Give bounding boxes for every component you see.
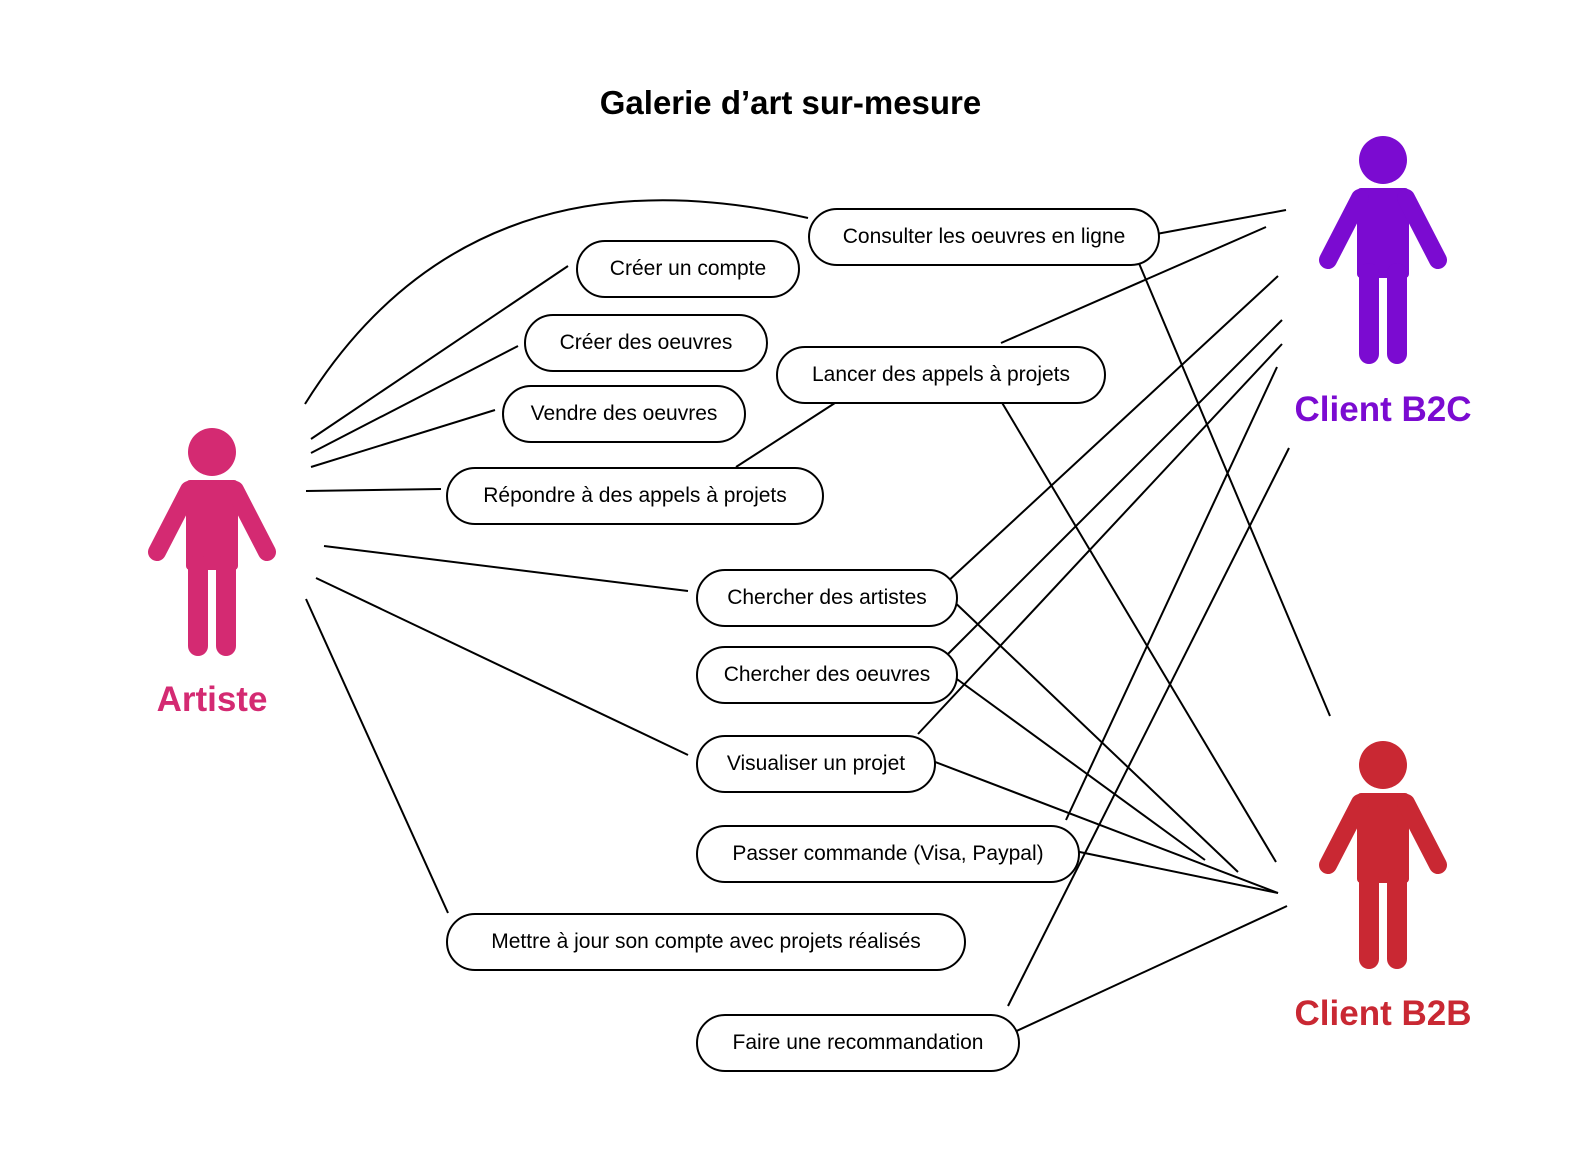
client-b2b-person-icon bbox=[1319, 741, 1447, 969]
associations bbox=[304, 199, 1331, 1035]
line-artiste-chercher-artistes bbox=[323, 545, 689, 592]
line-b2b-passer-commande bbox=[1069, 849, 1279, 894]
line-artiste-creer-compte bbox=[310, 265, 569, 440]
line-b2b-chercher-artistes bbox=[945, 593, 1239, 873]
line-artiste-vendre bbox=[310, 409, 496, 468]
usecase-chercher-artistes[interactable]: Chercher des artistes bbox=[696, 569, 958, 627]
usecase-creer-compte[interactable]: Créer un compte bbox=[576, 240, 800, 298]
line-b2b-consulter bbox=[1137, 260, 1331, 717]
line-b2c-passer-commande bbox=[1065, 366, 1278, 821]
line-b2c-faire-recommandation bbox=[1007, 447, 1290, 1007]
usecase-creer-oeuvres[interactable]: Créer des oeuvres bbox=[524, 314, 768, 372]
line-b2b-visualiser bbox=[929, 759, 1279, 894]
line-b2b-chercher-oeuvres bbox=[949, 673, 1206, 861]
usecase-repondre-appels[interactable]: Répondre à des appels à projets bbox=[446, 467, 824, 525]
actor-label-client-b2c: Client B2C bbox=[1294, 390, 1472, 429]
line-b2c-chercher-oeuvres bbox=[945, 319, 1283, 657]
line-artiste-repondre bbox=[305, 488, 442, 492]
line-artiste-creer-oeuvres bbox=[310, 345, 519, 454]
usecase-faire-recommandation[interactable]: Faire une recommandation bbox=[696, 1014, 1020, 1072]
line-b2b-faire-recommandation bbox=[1009, 905, 1288, 1035]
usecase-passer-commande[interactable]: Passer commande (Visa, Paypal) bbox=[696, 825, 1080, 883]
line-artiste-visualiser bbox=[315, 577, 689, 756]
usecase-visualiser-projet[interactable]: Visualiser un projet bbox=[696, 735, 936, 793]
usecase-mettre-a-jour-compte[interactable]: Mettre à jour son compte avec projets ré… bbox=[446, 913, 966, 971]
diagram-title: Galerie d’art sur-mesure bbox=[599, 84, 982, 121]
line-repondre-lancer bbox=[735, 400, 839, 468]
client-b2c-person-icon bbox=[1319, 136, 1447, 364]
line-b2c-consulter bbox=[1150, 209, 1287, 236]
usecase-vendre-oeuvres[interactable]: Vendre des oeuvres bbox=[502, 385, 746, 443]
usecase-consulter-oeuvres[interactable]: Consulter les oeuvres en ligne bbox=[808, 208, 1160, 266]
actor-label-artiste: Artiste bbox=[156, 680, 268, 719]
line-artiste-mettre-a-jour bbox=[305, 598, 449, 914]
line-b2b-lancer bbox=[1000, 400, 1277, 863]
usecase-chercher-oeuvres[interactable]: Chercher des oeuvres bbox=[696, 646, 958, 704]
usecase-lancer-appels[interactable]: Lancer des appels à projets bbox=[776, 346, 1106, 404]
line-b2c-visualiser bbox=[917, 343, 1283, 735]
actor-label-client-b2b: Client B2B bbox=[1294, 994, 1472, 1033]
line-b2c-lancer bbox=[1000, 226, 1267, 344]
artiste-person-icon bbox=[148, 428, 276, 656]
line-b2c-chercher-artistes bbox=[945, 275, 1279, 584]
line-artiste-consulter bbox=[304, 199, 809, 405]
